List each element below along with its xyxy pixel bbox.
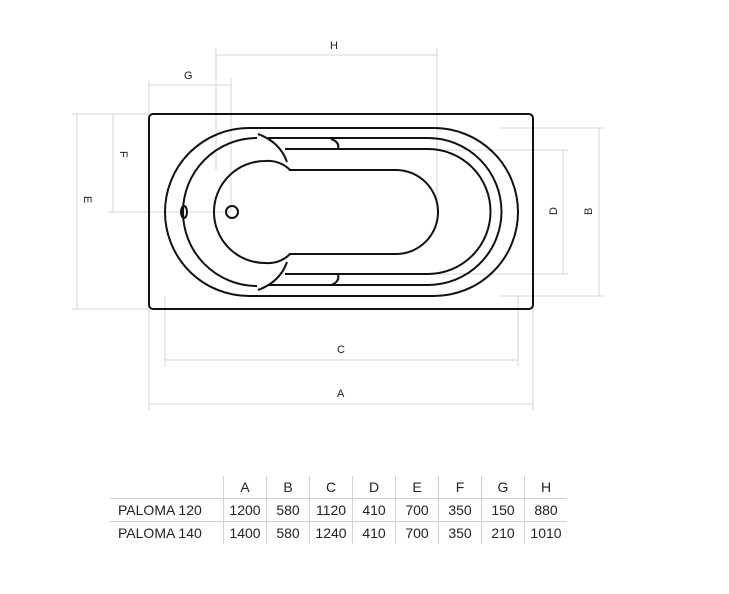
dim-label-c: C xyxy=(337,344,345,356)
table-cell: 350 xyxy=(438,498,482,522)
table-header: F xyxy=(438,476,482,499)
table-header: C xyxy=(309,476,353,499)
table-cell: 410 xyxy=(352,498,396,522)
dim-label-b: B xyxy=(583,208,595,215)
table-header xyxy=(110,476,224,499)
dim-label-h: H xyxy=(330,40,338,52)
table-cell: 1120 xyxy=(309,498,353,522)
dim-label-d: D xyxy=(548,207,560,215)
table-row: PALOMA 120 1200 580 1120 410 700 350 150… xyxy=(110,498,567,522)
model-name: PALOMA 120 xyxy=(110,498,224,522)
table-cell: 1010 xyxy=(524,521,567,544)
table-header: D xyxy=(352,476,396,499)
dim-label-f: F xyxy=(117,151,129,158)
table-cell: 700 xyxy=(395,498,439,522)
dimension-lines xyxy=(72,48,604,410)
model-name: PALOMA 140 xyxy=(118,525,202,541)
dim-label-a: A xyxy=(337,388,345,400)
dim-label-e: E xyxy=(81,196,93,203)
dimensions-table: A B C D E F G H PALOMA 120 1200 580 1120… xyxy=(110,476,567,544)
table-cell: 1240 xyxy=(309,521,353,544)
overflow-icon xyxy=(180,205,188,219)
table-cell: 150 xyxy=(481,498,525,522)
table-header-row: A B C D E F G H xyxy=(110,476,567,499)
drain-icon xyxy=(225,205,239,219)
table-cell: 410 xyxy=(352,521,396,544)
table-cell: 880 xyxy=(524,498,567,522)
bathtub-outline xyxy=(148,113,534,310)
dim-label-g: G xyxy=(184,70,193,82)
table-cell: 350 xyxy=(438,521,482,544)
table-header: A xyxy=(223,476,267,499)
table-cell: 580 xyxy=(266,521,310,544)
table-cell: 1400 xyxy=(223,521,267,544)
table-row: PALOMA 140 1400 580 1240 410 700 350 210… xyxy=(110,521,567,544)
table-cell: 1200 xyxy=(223,498,267,522)
table-cell: 580 xyxy=(266,498,310,522)
table-header: G xyxy=(481,476,525,499)
table-header: H xyxy=(524,476,567,499)
table-cell: 700 xyxy=(395,521,439,544)
table-header: E xyxy=(395,476,439,499)
table-cell: 210 xyxy=(481,521,525,544)
table-header: B xyxy=(266,476,310,499)
